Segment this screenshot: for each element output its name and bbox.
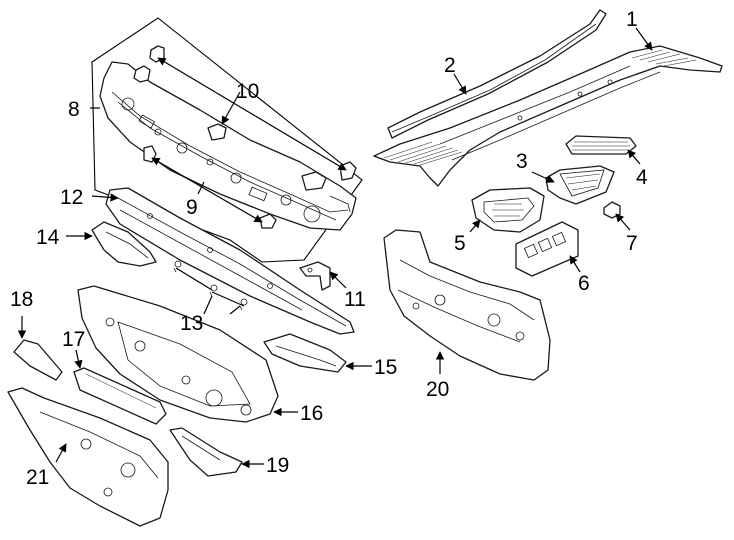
leader-lines [17, 27, 653, 469]
bracket-11 [299, 261, 331, 291]
callout-6: 6 [578, 272, 590, 295]
callout-1: 1 [626, 8, 638, 31]
callout-11: 11 [344, 288, 366, 311]
callout-13: 13 [180, 312, 203, 335]
callout-4: 4 [636, 166, 648, 189]
dash-panel-20 [383, 229, 551, 381]
grille-housing [515, 221, 579, 277]
clip-13 [173, 260, 248, 311]
callout-17: 17 [62, 328, 85, 351]
side-bracket-14 [91, 221, 157, 267]
bracket-18 [13, 339, 63, 381]
callout-3: 3 [516, 150, 528, 173]
callout-18: 18 [10, 288, 33, 311]
callout-19: 19 [266, 454, 289, 477]
air-inlet-duct [545, 165, 615, 205]
callout-12: 12 [60, 186, 83, 209]
callout-16: 16 [300, 402, 323, 425]
callout-14: 14 [36, 226, 60, 249]
callout-2: 2 [444, 54, 456, 77]
callout-20: 20 [426, 378, 449, 401]
callout-9: 9 [186, 196, 198, 219]
front-panel [77, 285, 279, 423]
cowl-top-panel [373, 45, 723, 187]
callout-15: 15 [374, 356, 397, 379]
callout-labels: 1 2 3 4 5 6 7 8 9 10 11 12 13 14 15 16 1… [10, 8, 648, 489]
callout-10: 10 [236, 80, 259, 103]
cowl-seal-strip [387, 9, 607, 139]
callout-21: 21 [26, 466, 49, 489]
bracket-19 [169, 427, 243, 477]
callout-5: 5 [454, 232, 466, 255]
insulator-21 [7, 387, 169, 527]
callout-7: 7 [626, 232, 638, 255]
callout-8: 8 [68, 98, 80, 121]
blower-housing [471, 187, 545, 233]
filter-cover [565, 135, 637, 155]
bracket-15 [263, 333, 347, 373]
lower-strip-17 [73, 367, 167, 425]
